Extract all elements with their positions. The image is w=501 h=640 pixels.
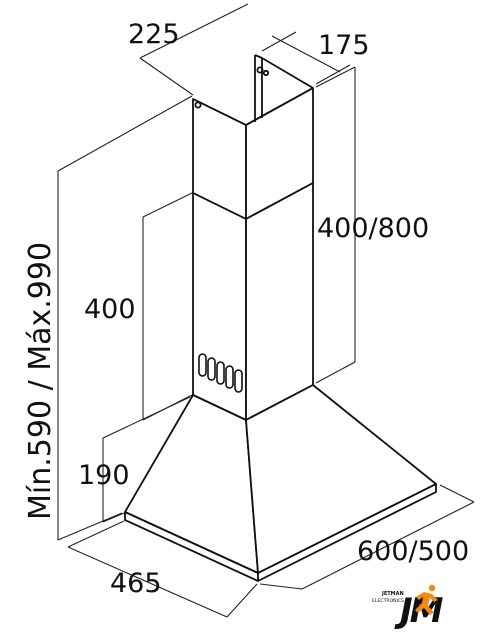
dimension-400 [142,192,193,421]
hood-canopy [124,384,437,582]
upper-chimney [192,54,314,220]
label-400-800: 400/800 [317,213,429,244]
dimension-600-500 [259,484,475,590]
label-400: 400 [84,294,136,325]
vent-slots [198,353,243,393]
dimension-labels: 225 175 400/800 400 Mín.590 / Máx.990 19… [23,19,469,599]
screw-hole [256,66,264,74]
dimension-400-800 [315,66,356,384]
screw-hole [262,69,270,77]
dimension-lines [57,3,475,618]
dimension-175 [261,31,351,85]
lower-chimney [192,182,314,421]
label-600-500: 600/500 [357,536,469,567]
dimension-225 [139,3,249,96]
logo-tagline: ELECTRONICS [372,598,404,604]
dimension-465 [67,520,258,618]
screw-hole [194,101,202,109]
jetman-logo: JETMAN ELECTRONICS JM [372,584,447,631]
logo-name: JETMAN [381,591,404,597]
dimension-total-height [57,95,193,541]
label-total-height: Mín.590 / Máx.990 [23,242,58,520]
running-man-icon [415,584,438,615]
label-465: 465 [110,568,162,599]
label-225: 225 [128,19,180,50]
label-175: 175 [318,30,370,61]
range-hood-outline [124,54,437,582]
dimension-190 [102,396,191,523]
label-190: 190 [78,460,130,491]
